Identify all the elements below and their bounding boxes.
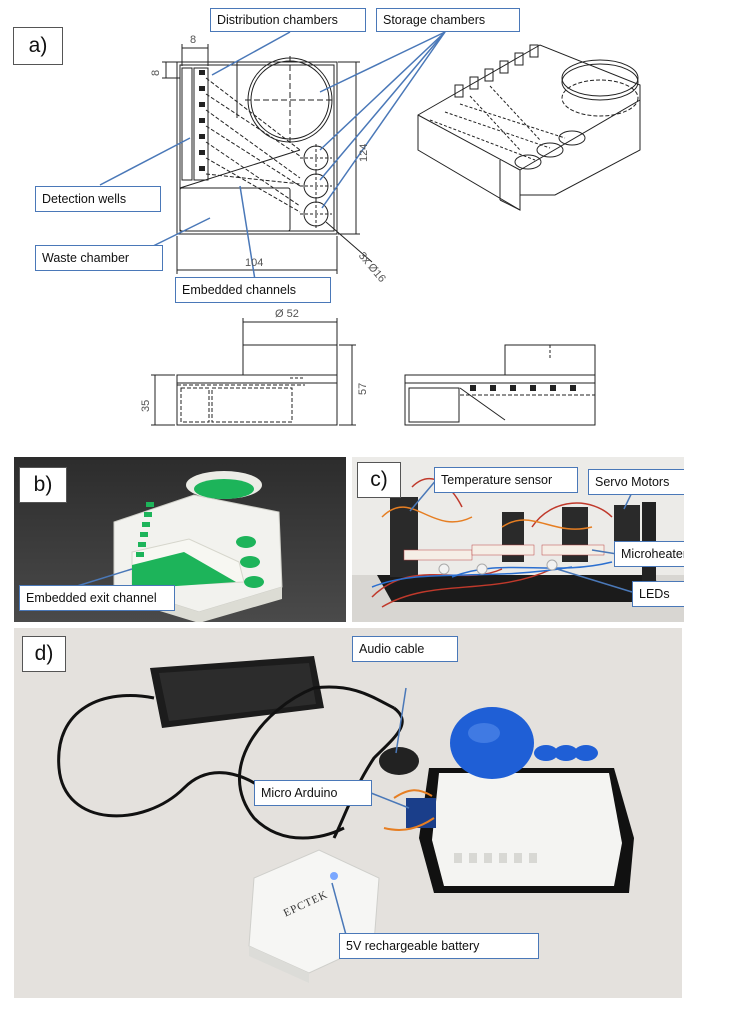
panel-b-photo: b) Embedded exit channel (14, 457, 346, 622)
panel-a: a) Distribution chambers Storage chamber… (0, 0, 747, 450)
callout-leds: LEDs (632, 581, 684, 607)
callout-leaders (99, 31, 446, 281)
callout-servo-motors: Servo Motors (588, 469, 684, 495)
dim-width-small: 8 (190, 34, 197, 46)
dim-big-diameter: Ø 52 (275, 308, 299, 320)
waste-chamber-outline (179, 187, 291, 232)
callout-audio-cable: Audio cable (352, 636, 458, 662)
dim-total-height: 124 (358, 143, 370, 162)
top-view-outline (176, 61, 338, 235)
panel-label-c: c) (357, 462, 401, 498)
callout-distribution-chambers: Distribution chambers (210, 8, 366, 32)
callout-micro-arduino: Micro Arduino (254, 780, 372, 806)
callout-embedded-exit-channel: Embedded exit channel (19, 585, 175, 611)
side-view (404, 344, 596, 426)
callout-battery: 5V rechargeable battery (339, 933, 539, 959)
callout-detection-wells: Detection wells (35, 186, 161, 212)
callout-embedded-channels: Embedded channels (175, 277, 331, 303)
panel-label-b: b) (19, 467, 67, 503)
panel-c-photo: c) Temperature sensor Servo Motors Micro… (352, 457, 684, 622)
callout-storage-chambers: Storage chambers (376, 8, 520, 32)
panel-label-d: d) (22, 636, 66, 672)
callout-waste-chamber: Waste chamber (35, 245, 163, 271)
dim-total-width: 104 (245, 257, 264, 269)
panel-label-a: a) (13, 27, 63, 65)
callout-temperature-sensor: Temperature sensor (434, 467, 578, 493)
technical-drawing (99, 31, 641, 426)
dim-height-total: 57 (357, 382, 369, 395)
panel-d-photo: d) Audio cable Micro Arduino 5V recharge… (14, 628, 682, 998)
isometric-view (417, 44, 641, 211)
dim-height-low: 35 (140, 399, 152, 412)
callout-microheaters: Microheaters (614, 541, 684, 567)
front-view (151, 318, 356, 426)
dim-height-small: 8 (150, 69, 162, 76)
